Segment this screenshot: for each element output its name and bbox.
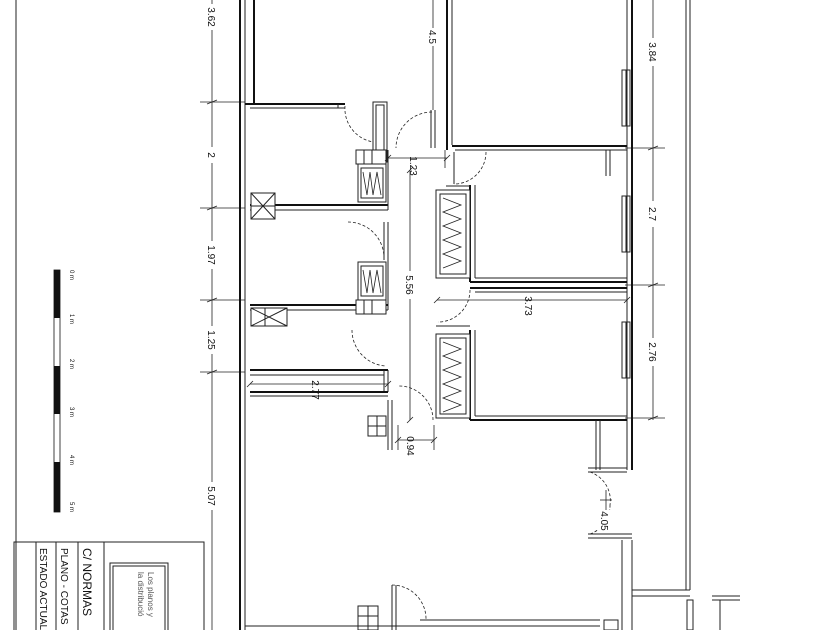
dimension-label: 1.23 <box>407 156 418 176</box>
living-room: 2.77 <box>246 329 393 450</box>
bathroom-upper <box>250 101 389 220</box>
dimension-label: 1.97 <box>205 245 216 265</box>
dimension-label: 4.5 <box>426 30 437 44</box>
note-text: Los planos y <box>146 572 155 617</box>
dimension-label: 1.25 <box>205 330 216 350</box>
dimension-label: 5.07 <box>205 486 216 506</box>
right-dimension-chain: 3.84 2.7 2.76 <box>625 0 665 421</box>
scale-label: 1 m <box>68 314 74 324</box>
left-dimension-chain: 3.62 2 1.97 1.25 5.07 <box>200 0 245 630</box>
bedroom-2 <box>398 287 627 421</box>
dimension-3-73: 3.73 <box>433 289 631 323</box>
drawing-title: PLANO - COTAS <box>58 548 69 625</box>
title-block: C/ NORMAS PLANO - COTAS ESTADO ACTUAL Lo… <box>13 0 205 630</box>
drawing-state: ESTADO ACTUAL <box>37 548 48 630</box>
bottom-fixtures <box>245 584 619 630</box>
note-text: la distribució <box>136 572 145 617</box>
outer-walls <box>239 0 740 630</box>
dimension-label: 3.84 <box>646 42 657 62</box>
dimension-label: 2 <box>205 152 216 158</box>
dimension-label: 3.73 <box>522 296 533 316</box>
dimension-1-23: 1.23 <box>384 150 451 176</box>
dimension-5-56: 5.56 <box>403 166 417 424</box>
scale-label: 4 m <box>68 455 74 465</box>
dimension-label: 5.56 <box>403 275 414 295</box>
street-name: C/ NORMAS <box>80 548 94 616</box>
room-upper-right: 4.5 <box>426 0 627 151</box>
dimension-label: 2.77 <box>309 380 320 400</box>
windows <box>621 69 694 630</box>
dimension-label: 4.05 <box>598 511 609 531</box>
dimension-label: 2.7 <box>646 207 657 221</box>
bathroom-middle <box>250 221 389 327</box>
scale-label: 0 m <box>68 270 74 280</box>
scale-label: 3 m <box>68 407 74 417</box>
room-upper-left <box>245 0 345 109</box>
scale-bar: 0 m 1 m 2 m 3 m 4 m 5 m <box>53 269 74 513</box>
dimension-0-94: 0.94 <box>394 425 438 456</box>
dimension-label: 0.94 <box>404 436 415 456</box>
entry-area: 4.05 <box>588 420 632 539</box>
scale-label: 2 m <box>68 359 74 369</box>
dimension-label: 3.62 <box>205 7 216 27</box>
bedroom-1 <box>435 150 627 283</box>
dimension-label: 2.76 <box>646 342 657 362</box>
scale-label: 5 m <box>68 502 74 512</box>
